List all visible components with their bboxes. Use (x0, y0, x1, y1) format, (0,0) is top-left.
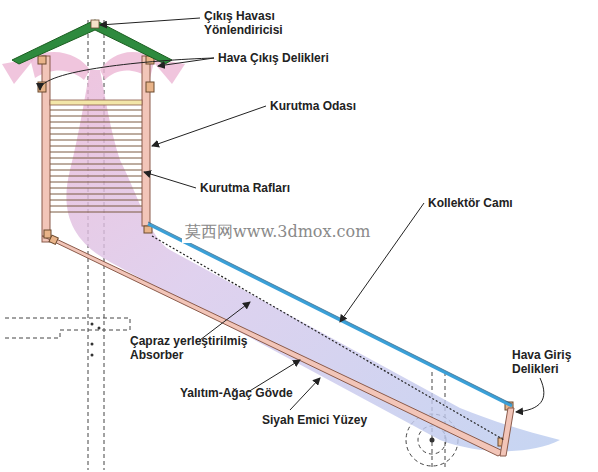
shelf-line (50, 170, 142, 171)
shelf-line (50, 146, 142, 147)
shelf-line (50, 128, 142, 129)
part-label: Hava Çıkış Delikleri (218, 51, 378, 65)
shelf-line (50, 158, 142, 159)
shelf-line (50, 212, 142, 213)
shelf-line (50, 164, 142, 165)
shelf-line (50, 194, 142, 195)
shelf-line (50, 140, 142, 141)
part-label: Kollektör Camı (428, 196, 558, 210)
shelf-line (50, 134, 142, 135)
part-label: Siyah Emici Yüzey (262, 413, 422, 427)
part-label: Çıkış Havası Yönlendiricisi (204, 9, 304, 37)
shelf-line (50, 200, 142, 201)
shelf-line (50, 188, 142, 189)
shelf-line (50, 206, 142, 207)
shelf-line (50, 152, 142, 153)
part-label: Çapraz yerleştirilmiş Absorber (130, 334, 290, 362)
part-label: Kurutma Odası (270, 99, 410, 113)
shelf-line (50, 116, 142, 117)
shelf-line (50, 110, 142, 111)
shelf-line (50, 182, 142, 183)
watermark: 莫西网www.3dmox.com (182, 222, 373, 243)
part-label: Kurutma Rafları (200, 181, 340, 195)
shelf-line (50, 176, 142, 177)
part-label: Yalıtım-Ağaç Gövde (180, 386, 340, 400)
shelf-line (50, 122, 142, 123)
part-label: Hava Giriş Delikleri (512, 348, 592, 376)
